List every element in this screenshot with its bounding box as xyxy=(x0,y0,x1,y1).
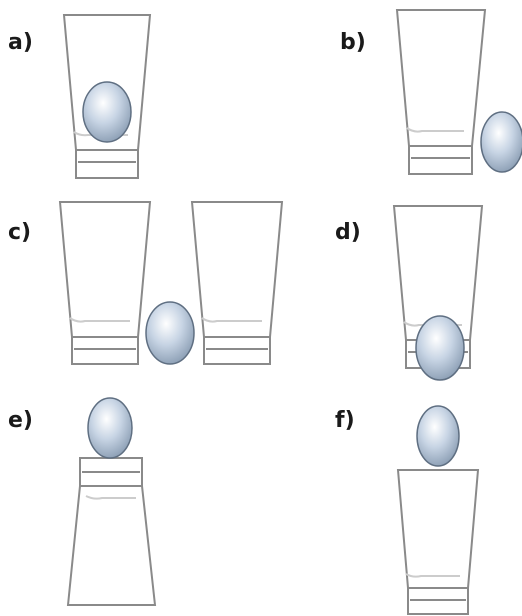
drinking-glass-icon xyxy=(396,469,480,615)
drinking-glass-icon xyxy=(190,201,284,365)
panel-b xyxy=(395,9,522,175)
panel-a-label: a) xyxy=(8,30,33,55)
egg-icon xyxy=(145,301,195,365)
drinking-glass-icon xyxy=(62,14,152,179)
egg-icon xyxy=(480,111,522,173)
panel-c xyxy=(58,201,284,365)
drinking-glass-icon xyxy=(395,9,487,175)
egg-icon xyxy=(87,397,133,459)
panel-d xyxy=(392,205,484,381)
panel-b-label: b) xyxy=(340,30,366,55)
panel-a xyxy=(62,14,152,179)
panel-f xyxy=(396,405,480,615)
panel-f-label: f) xyxy=(335,408,355,433)
panel-e-label: e) xyxy=(8,408,33,433)
panel-c-label: c) xyxy=(8,220,32,245)
egg-icon xyxy=(415,315,465,381)
panel-e xyxy=(66,397,157,606)
egg-icon xyxy=(82,81,132,143)
drinking-glass-icon xyxy=(58,201,152,365)
drinking-glass-icon xyxy=(66,457,157,606)
egg-icon xyxy=(416,405,460,467)
panel-d-label: d) xyxy=(335,220,361,245)
